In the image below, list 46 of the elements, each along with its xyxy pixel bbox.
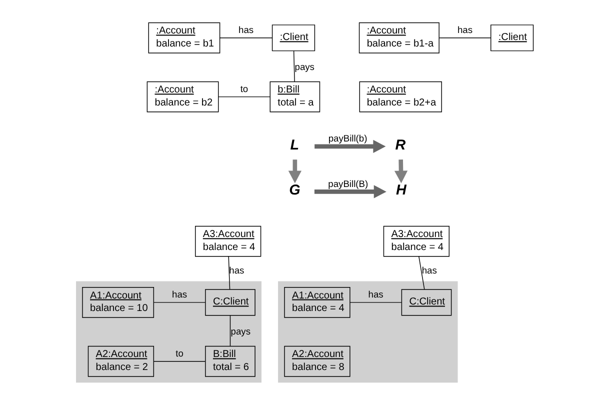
node-box: :Account balance = b1 (148, 22, 220, 54)
node-box: :Client (272, 24, 316, 52)
edge-label: has (229, 265, 244, 276)
edge-label: pays (230, 326, 251, 336)
connector (228, 256, 230, 290)
edge-label: has (457, 25, 472, 36)
node-box: b:Bill total = a (270, 81, 320, 112)
arrow (314, 185, 386, 198)
node-box: A1:Account balance = 10 (82, 286, 154, 318)
node-text: G (289, 182, 300, 199)
connector (153, 361, 206, 362)
node-box: A2:Account balance = 8 (284, 346, 350, 377)
connector (230, 315, 231, 347)
connector (418, 256, 425, 290)
edge-label: payBill(B) (328, 178, 368, 189)
edge-label: has (368, 290, 384, 300)
connector (218, 96, 270, 98)
edge-label: has (422, 265, 437, 276)
edge-label: has (172, 290, 188, 300)
edge-label: payBill(b) (328, 134, 368, 144)
node-text: R (395, 137, 406, 154)
cluster (76, 281, 262, 383)
edge-label: to (240, 84, 248, 94)
node-box: A1:Account balance = 4 (284, 286, 350, 318)
node-box: A2:Account balance = 2 (88, 346, 154, 377)
arrow (314, 140, 386, 154)
node-text: H (396, 182, 406, 199)
node-box: :Account balance = b1-a (358, 22, 440, 54)
arrow (394, 160, 408, 184)
connector (350, 302, 402, 303)
node-box: A3:Account balance = 4 (195, 226, 262, 257)
node-box: B:Bill total = 6 (205, 346, 256, 377)
connector (154, 302, 206, 303)
edge-label: pays (294, 62, 314, 72)
node-box: :Client (490, 24, 534, 52)
node-text: L (290, 137, 300, 154)
node-box: C:Client (205, 289, 256, 316)
node-box: A3:Account balance = 4 (383, 226, 450, 257)
node-box: :Account balance = b2+a (359, 81, 442, 112)
node-box: C:Client (401, 289, 452, 316)
edge-label: has (238, 25, 254, 36)
node-box: :Account balance = b2 (146, 81, 219, 112)
connector (293, 50, 295, 82)
arrow (288, 160, 302, 184)
edge-label: to (176, 348, 184, 359)
cluster (278, 281, 458, 383)
